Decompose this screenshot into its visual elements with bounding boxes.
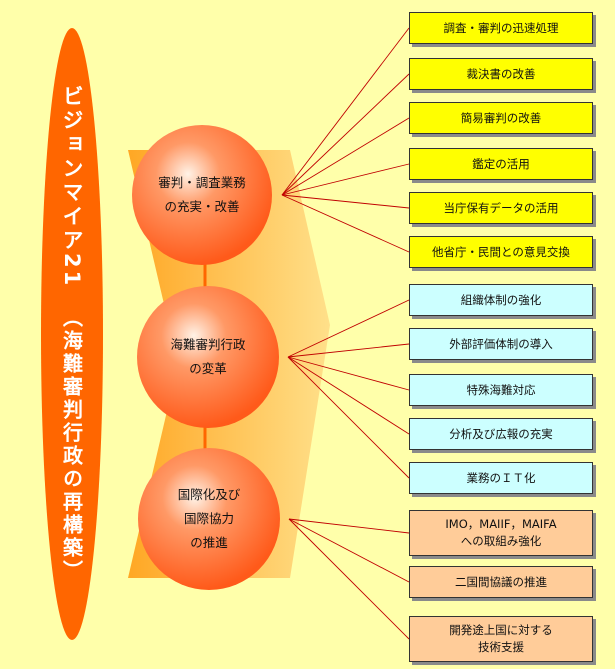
- node-label: 海難審判行政の変革: [148, 333, 268, 381]
- measure-box: 組織体制の強化: [409, 284, 593, 316]
- node-ball: [138, 448, 280, 590]
- node-ball: [137, 286, 279, 428]
- vision-title: ビジョンマイア21 （海難審判行政の再構築）: [42, 28, 102, 640]
- node-ball: [132, 125, 272, 265]
- connector-line: [281, 194, 410, 253]
- connector-line: [287, 343, 410, 358]
- measure-box: 二国間協議の推進: [409, 566, 593, 598]
- connector-line: [288, 518, 410, 583]
- connector-line: [281, 117, 410, 196]
- connector-line: [281, 163, 410, 196]
- measure-label: 他省庁・民間との意見交換: [432, 244, 570, 259]
- measure-label: 調査・審判の迅速処理: [443, 20, 559, 35]
- measure-box: 当庁保有データの活用: [409, 192, 593, 224]
- node-label-line: 審判・調査業務: [158, 175, 246, 190]
- measure-box: 裁決書の改善: [409, 58, 593, 90]
- connector-line: [287, 299, 410, 358]
- measure-label: IMO，MAIIF，MAIFA: [445, 517, 557, 531]
- measure-label: 鑑定の活用: [472, 156, 530, 171]
- measure-box: 分析及び広報の充実: [409, 418, 593, 450]
- connector-line: [288, 518, 410, 640]
- connector-line: [288, 518, 410, 534]
- measure-label: 組織体制の強化: [460, 292, 542, 307]
- measure-label: 技術支援: [478, 640, 524, 654]
- measure-box: 外部評価体制の導入: [409, 328, 593, 360]
- node-label: 国際化及び国際協力の推進: [149, 483, 269, 555]
- node-label-line: の推進: [190, 535, 228, 550]
- connector-line: [281, 73, 410, 196]
- measure-box: 簡易審判の改善: [409, 102, 593, 134]
- measure-label: 裁決書の改善: [466, 66, 536, 81]
- measure-box: 業務のＩＴ化: [409, 462, 593, 494]
- measure-box: 他省庁・民間との意見交換: [409, 236, 593, 268]
- connector-line: [281, 194, 410, 209]
- measure-label: 開発途上国に対する: [449, 623, 553, 637]
- node-label-line: の変革: [189, 361, 227, 376]
- node-label-line: 国際化及び: [177, 487, 241, 502]
- measure-box: 特殊海難対応: [409, 374, 593, 406]
- connector-line: [281, 27, 410, 196]
- connector-line: [287, 356, 410, 391]
- measure-label: 特殊海難対応: [466, 382, 536, 397]
- connector-line: [287, 356, 410, 435]
- node-label: 審判・調査業務の充実・改善: [142, 171, 262, 219]
- measure-label: 簡易審判の改善: [460, 110, 542, 125]
- title-pill: [41, 28, 103, 640]
- vision-title-main: ビジョンマイア21: [60, 85, 84, 289]
- measure-box: 鑑定の活用: [409, 148, 593, 180]
- measure-box: 調査・審判の迅速処理: [409, 12, 593, 44]
- measure-box: IMO，MAIIF，MAIFA への取組み強化: [409, 510, 593, 556]
- node-label-line: の充実・改善: [164, 199, 240, 214]
- vision-title-subtitle: （海難審判行政の再構築）: [59, 306, 84, 583]
- measure-label: 業務のＩＴ化: [466, 470, 536, 485]
- measure-label: 分析及び広報の充実: [449, 426, 553, 441]
- measure-box: 開発途上国に対する技術支援: [409, 616, 593, 662]
- measure-label: 二国間協議の推進: [455, 574, 547, 589]
- node-label-line: 国際協力: [183, 511, 234, 526]
- measure-label: 当庁保有データの活用: [443, 200, 559, 215]
- measure-label: 外部評価体制の導入: [449, 336, 553, 351]
- measure-label: への取組み強化: [460, 534, 542, 548]
- connector-line: [287, 356, 410, 479]
- node-label-line: 海難審判行政: [170, 337, 246, 352]
